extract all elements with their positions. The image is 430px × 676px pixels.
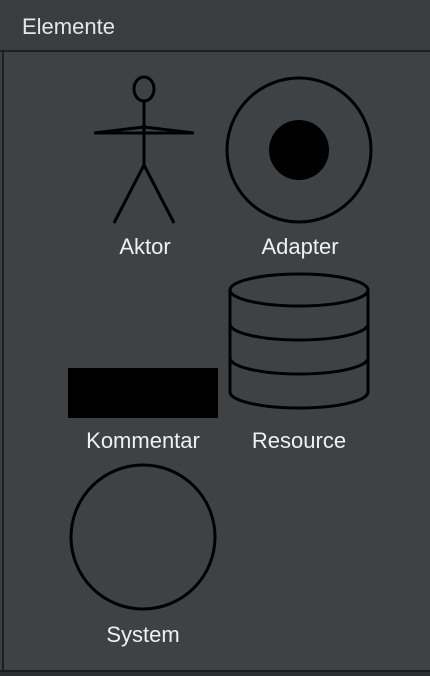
element-label-resource: Resource xyxy=(251,428,347,453)
actor-icon xyxy=(93,75,195,224)
element-kommentar[interactable]: Kommentar xyxy=(66,366,220,466)
adapter-icon xyxy=(225,76,373,224)
element-aktor[interactable]: Aktor xyxy=(80,70,210,270)
element-system[interactable]: System xyxy=(66,462,220,658)
resource-icon xyxy=(228,272,370,410)
element-label-kommentar: Kommentar xyxy=(86,428,200,453)
element-adapter[interactable]: Adapter xyxy=(222,74,378,270)
elements-panel xyxy=(2,52,430,672)
element-label-aktor: Aktor xyxy=(119,234,171,259)
comment-icon xyxy=(68,368,218,418)
panel-bottom-border xyxy=(0,670,430,676)
element-resource[interactable]: Resource xyxy=(224,270,374,466)
panel-title: Elemente xyxy=(22,14,115,39)
element-label-adapter: Adapter xyxy=(261,234,339,259)
element-label-system: System xyxy=(106,622,180,647)
system-icon xyxy=(69,463,217,611)
panel-header: Elemente xyxy=(0,0,430,52)
